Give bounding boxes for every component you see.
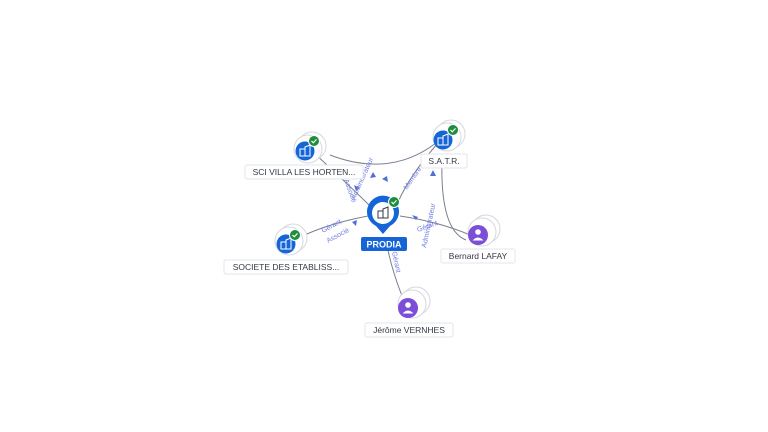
- label-box: [364, 322, 454, 338]
- person-node-vernhes[interactable]: Jérôme VERNHES: [364, 286, 454, 338]
- building-icon: [377, 206, 389, 219]
- edge-label: Gérant: [390, 251, 401, 273]
- check-mark: [391, 199, 397, 205]
- edge-lafay-prodia: [399, 215, 471, 236]
- check-mark: [450, 127, 456, 133]
- edge-sci-satr: [329, 142, 437, 165]
- arrow-societe: [352, 220, 357, 226]
- arrow-sci-satr: [370, 172, 376, 178]
- edge-prodia-satr: [397, 142, 439, 203]
- arrow-satr-right: [430, 170, 436, 176]
- company-node-satr[interactable]: S.A.T.R.: [420, 119, 468, 169]
- edge-prodia-sci: [312, 151, 372, 208]
- node-label: SCI VILLA LES HORTEN...: [253, 167, 356, 177]
- company-node-societe[interactable]: SOCIETE DES ETABLISS...: [223, 223, 349, 275]
- edge-vernhes-prodia: [387, 249, 403, 297]
- center-label-box: [361, 237, 407, 251]
- arrowheads: [352, 170, 436, 226]
- person-node-lafay[interactable]: Bernard LAFAY: [440, 214, 516, 264]
- person-icon: [402, 302, 414, 314]
- node-label: SOCIETE DES ETABLISS...: [233, 262, 340, 272]
- check-mark: [292, 232, 298, 238]
- building-icon: [437, 133, 449, 146]
- verified-check-icon: [308, 135, 320, 147]
- node-label: Jérôme VERNHES: [373, 325, 445, 335]
- label-box: [420, 153, 468, 169]
- person-icon: [472, 229, 484, 241]
- verified-check-icon: [289, 229, 301, 241]
- center-node-prodia[interactable]: PRODIA: [361, 195, 407, 251]
- label-box: [244, 164, 364, 180]
- edge-lafay-satr: [441, 159, 467, 241]
- arrow-lafay: [412, 215, 418, 220]
- person-circle: [398, 298, 418, 318]
- person-circle: [468, 225, 488, 245]
- edge-label: Membre: [403, 166, 424, 191]
- center-label: PRODIA: [366, 240, 402, 250]
- verified-check-icon: [388, 196, 400, 208]
- label-box: [223, 259, 349, 275]
- label-box: [440, 248, 516, 264]
- check-mark: [311, 138, 317, 144]
- verified-check-icon: [447, 124, 459, 136]
- arrow-satr: [382, 176, 388, 182]
- arrow-sci: [354, 185, 360, 191]
- edges: [288, 142, 471, 297]
- company-node-sci[interactable]: SCI VILLA LES HORTEN...: [244, 131, 364, 180]
- node-label: Bernard LAFAY: [449, 251, 508, 261]
- node-label: S.A.T.R.: [428, 156, 459, 166]
